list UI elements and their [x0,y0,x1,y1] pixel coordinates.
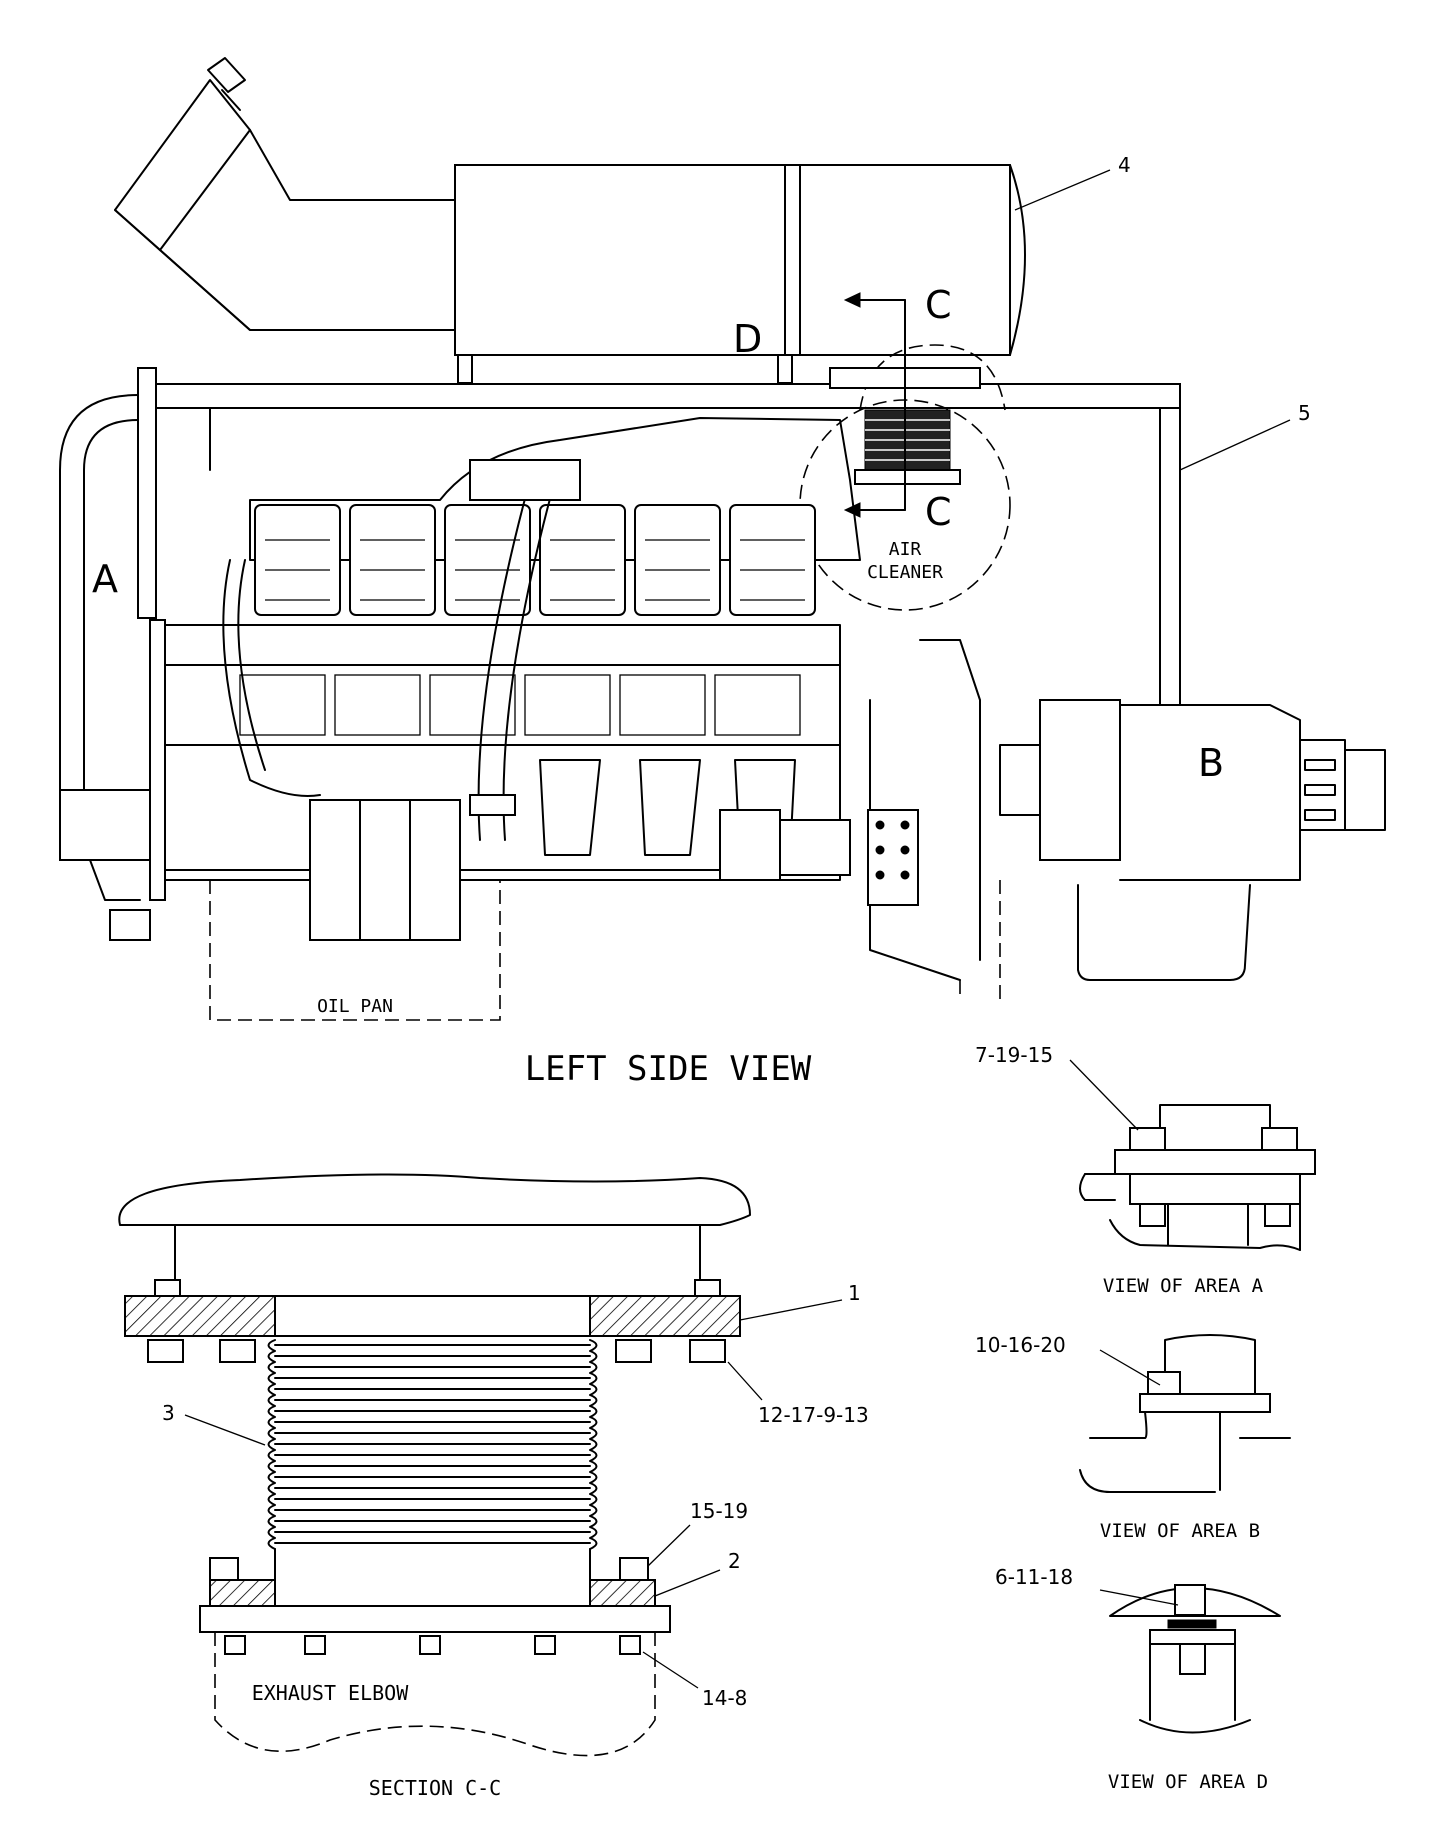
section-c-bottom-label: C [925,490,952,534]
area-a-label: A [92,557,118,601]
callout-6-11-18: 6-11-18 [995,1565,1073,1589]
section-c-c [118,1173,751,1757]
view-area-a-title: VIEW OF AREA A [1103,1275,1264,1297]
callout-3: 3 [162,1401,175,1425]
muffler [114,57,1026,384]
callout-14-8: 14-8 [702,1686,747,1710]
view-area-d [1109,1584,1281,1734]
section-c-top-label: C [925,283,952,327]
view-area-b-title: VIEW OF AREA B [1100,1520,1260,1542]
view-area-b [1079,1334,1291,1493]
support-frame [59,367,1181,811]
callout-1: 1 [848,1281,861,1305]
callout-15-19: 15-19 [690,1499,748,1523]
oil-pan-label: OIL PAN [317,996,393,1017]
callout-2: 2 [728,1549,741,1573]
air-cleaner-label-line2: CLEANER [867,562,943,583]
callout-7-19-15: 7-19-15 [975,1043,1053,1067]
callout-12-17-9-13: 12-17-9-13 [758,1403,869,1427]
engine [59,417,1386,1021]
left-side-view-title: LEFT SIDE VIEW [525,1049,812,1089]
callout-5: 5 [1298,401,1311,425]
cylinder-heads [254,504,816,616]
callout-4: 4 [1118,153,1131,177]
exhaust-elbow-label: EXHAUST ELBOW [252,1681,409,1705]
view-area-d-title: VIEW OF AREA D [1108,1771,1268,1793]
air-cleaner-label-line1: AIR [889,539,922,560]
section-c-c-title: SECTION C-C [369,1776,501,1800]
view-area-a [1079,1104,1316,1251]
area-d-label: D [733,317,762,361]
area-b-label: B [1198,741,1224,785]
callout-10-16-20: 10-16-20 [975,1333,1066,1357]
air-cleaner [799,292,1011,611]
